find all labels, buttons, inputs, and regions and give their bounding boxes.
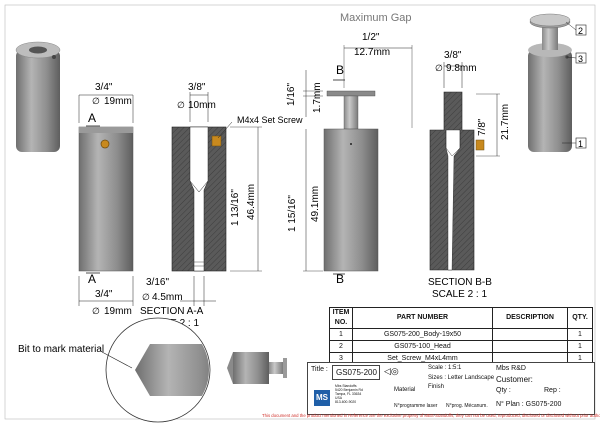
total-len-mm: 49.1mm xyxy=(310,186,321,222)
table-row: 2 GS075-100_Head 1 xyxy=(329,340,593,353)
rep-label: Rep : xyxy=(544,387,561,394)
section-a-a-view xyxy=(171,126,227,272)
bom-qty: 1 xyxy=(567,328,593,341)
bom-part: GS075-200_Body-19x50 xyxy=(352,328,493,341)
sec-bb-dia-mm: 9.8mm xyxy=(446,63,477,74)
sec-b-label-top: B xyxy=(336,63,344,77)
gap-inch: 1/2" xyxy=(362,32,380,43)
sec-bb-dia-symbol: ∅ xyxy=(435,63,443,73)
company-line: 5420 Benjamin Rd xyxy=(335,388,363,392)
sec-aa-hole-mm: 4.5mm xyxy=(152,292,183,303)
dia-bot-inch: 3/4" xyxy=(95,289,113,300)
sec-bb-title: SECTION B-B xyxy=(428,277,492,288)
bom-part: GS075-100_Head xyxy=(352,340,493,353)
plan-label: N° Plan : GS075-200 xyxy=(496,401,562,408)
bom-item: 2 xyxy=(329,340,353,353)
balloon-1: 1 xyxy=(578,139,583,149)
section-a-label-top: A xyxy=(88,111,96,125)
dia-bot-symbol: ∅ xyxy=(92,306,100,316)
company-line: 813-600-9020 xyxy=(335,400,357,404)
property-notice: This document and the product mentioned … xyxy=(262,413,600,418)
balloon-2: 2 xyxy=(578,26,583,36)
prog-mech-label: N°prog. Mécanum. xyxy=(446,403,488,409)
bom-item: 1 xyxy=(329,328,353,341)
body-front-view xyxy=(78,126,134,272)
sec-aa-hole-inch: 3/16" xyxy=(146,277,169,288)
set-screw-label: M4x4 Set Screw xyxy=(237,115,303,125)
bom-header-part: PART NUMBER xyxy=(352,307,493,329)
head-len-mm: 1.7mm xyxy=(312,82,323,113)
sec-aa-len-inch: 1 13/16" xyxy=(230,189,241,226)
sec-aa-title: SECTION A-A xyxy=(140,306,204,317)
iso-assembly-right xyxy=(528,13,572,152)
iso-body-left xyxy=(15,41,61,152)
title-value-box: GS075-200 xyxy=(332,365,380,380)
title-label: Title : xyxy=(311,366,328,373)
title-value: GS075-200 xyxy=(336,368,377,377)
author: Mbs R&D xyxy=(496,365,526,372)
dia-top-inch: 3/4" xyxy=(95,82,113,93)
head-assembly-view xyxy=(323,90,379,272)
balloon-3: 3 xyxy=(578,54,583,64)
sizes-label: Sizes : Letter Landscape xyxy=(428,375,495,381)
bom-desc xyxy=(492,328,568,341)
bill-of-materials: ITEM NO. PART NUMBER DESCRIPTION QTY. 1 … xyxy=(329,307,593,365)
gap-mm: 12.7mm xyxy=(354,47,390,58)
company-logo: MS xyxy=(314,390,330,406)
bom-header-desc: DESCRIPTION xyxy=(492,307,568,329)
title-block: Title : GS075-200 ◁◎ Scale : 1:5:1 Sizes… xyxy=(307,362,595,415)
table-row: 1 GS075-200_Body-19x50 1 xyxy=(329,328,593,341)
sec-b-label-bottom: B xyxy=(336,272,344,286)
total-len-inch: 1 15/16" xyxy=(287,195,298,232)
head-len-inch: 1/16" xyxy=(286,83,297,106)
material-label: Material xyxy=(394,387,416,393)
sec-aa-len-mm: 46.4mm xyxy=(246,184,257,220)
company-line: USA xyxy=(335,396,342,400)
sec-aa-hole-symbol: ∅ xyxy=(142,292,150,302)
sec-aa-bore-inch: 3/8" xyxy=(188,82,206,93)
customer-label: Customer: xyxy=(496,375,533,384)
detail-bit-view xyxy=(105,317,287,423)
company-line: Tampa, FL 33634 xyxy=(335,392,362,396)
dia-top-symbol: ∅ xyxy=(92,96,100,106)
company-line: Mbs Standoffs xyxy=(335,384,357,388)
bit-label: Bit to mark material xyxy=(18,344,104,355)
company-info: Mbs Standoffs 5420 Benjamin Rd Tampa, FL… xyxy=(335,384,375,404)
sec-bb-scale: SCALE 2 : 1 xyxy=(432,289,487,300)
projection-symbol: ◁◎ xyxy=(384,366,399,376)
dia-top-mm: 19mm xyxy=(104,96,132,107)
bom-qty: 1 xyxy=(567,340,593,353)
bom-desc xyxy=(492,340,568,353)
sec-bb-len-mm: 21.7mm xyxy=(500,104,511,140)
dia-bot-mm: 19mm xyxy=(104,306,132,317)
section-b-b-view xyxy=(429,91,485,271)
bom-header-item: ITEM NO. xyxy=(329,307,353,329)
gap-title: Maximum Gap xyxy=(340,12,412,24)
sec-bb-len-inch: 7/8" xyxy=(477,118,488,136)
sec-aa-bore-mm: 10mm xyxy=(188,100,216,111)
scale-label: Scale : 1:5:1 xyxy=(428,365,462,371)
sec-bb-dia-inch: 3/8" xyxy=(444,50,462,61)
program-label: N°programme laser xyxy=(394,403,438,409)
sec-aa-bore-symbol: ∅ xyxy=(177,100,185,110)
finish-label: Finish xyxy=(428,384,445,390)
section-a-label-bottom: A xyxy=(88,272,96,286)
qty-label: Qty : xyxy=(496,387,511,394)
bom-header-qty: QTY. xyxy=(567,307,593,329)
